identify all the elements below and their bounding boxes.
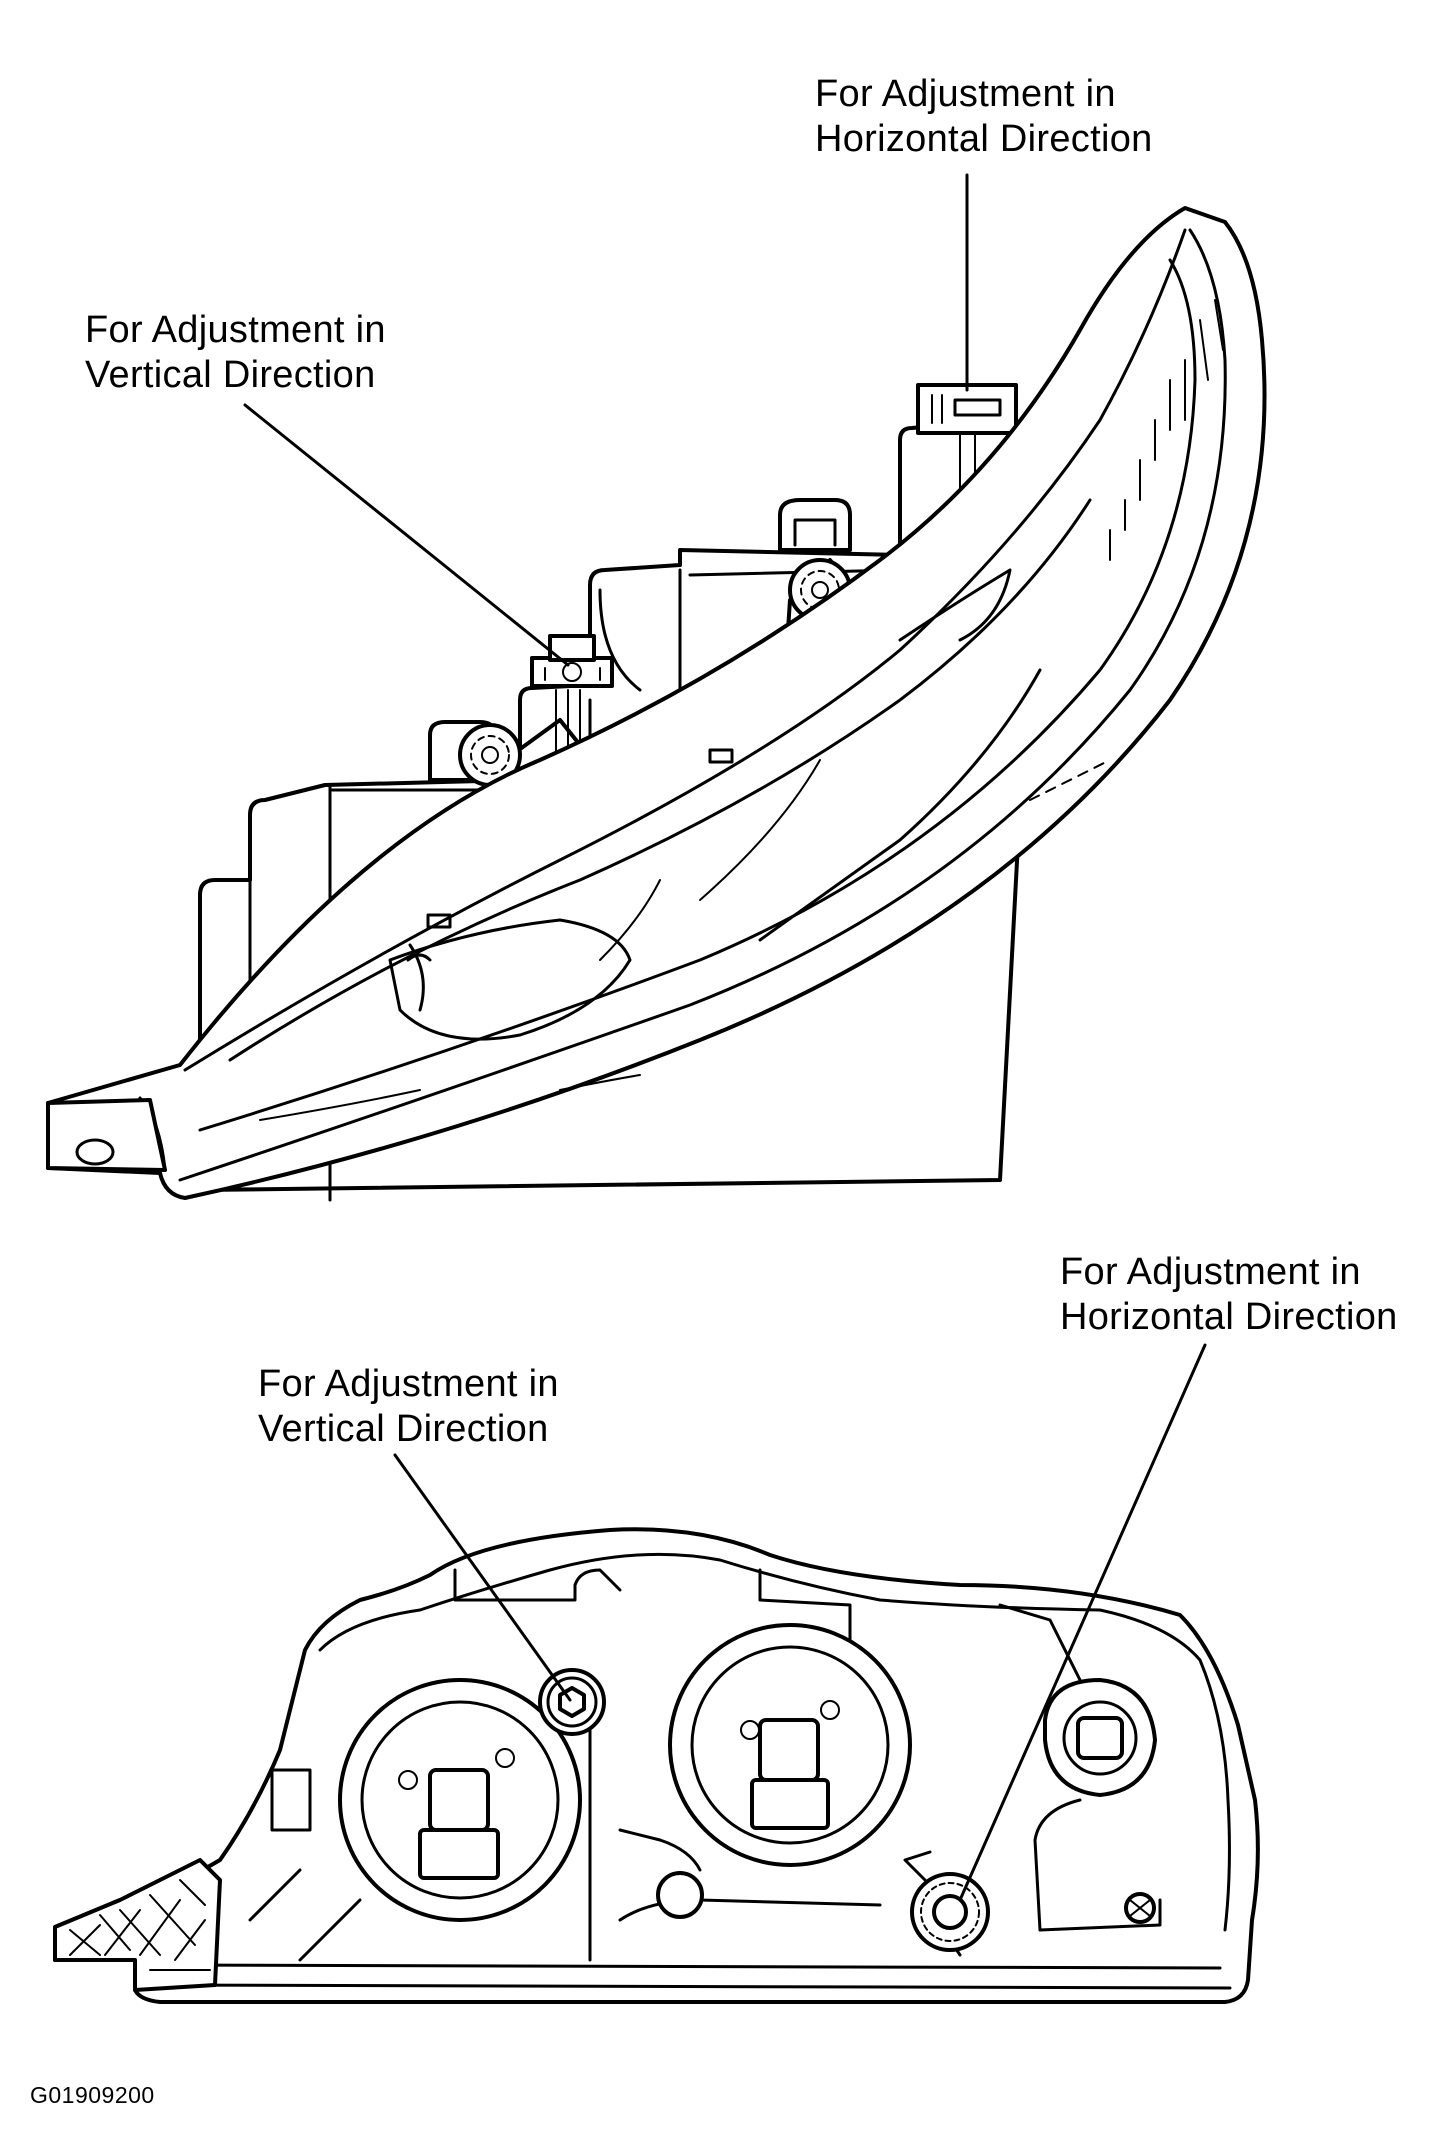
- horizontal-adjuster-screw-top: [916, 383, 1018, 516]
- horizontal-adjuster-gear-bottom: [903, 1850, 990, 1952]
- headlamp-side-view: [46, 206, 1267, 1202]
- mounting-tab-lattice: [53, 1858, 222, 1992]
- left-bulb-socket: [338, 1678, 582, 1922]
- vertical-adjuster-hex-bottom: [538, 1668, 606, 1736]
- label-line: For Adjustment in: [815, 73, 1116, 115]
- label-top-horizontal-adjustment: For Adjustment in Horizontal Direction: [815, 72, 1153, 162]
- label-line: For Adjustment in: [1060, 1251, 1361, 1293]
- figure-code: G01909200: [30, 2082, 155, 2108]
- right-bulb-socket: [668, 1623, 912, 1867]
- side-marker-socket: [1033, 1678, 1162, 1932]
- label-line: Vertical Direction: [85, 354, 376, 396]
- label-line: Horizontal Direction: [1060, 1296, 1398, 1338]
- leader-top-vertical: [243, 403, 570, 667]
- label-top-vertical-adjustment: For Adjustment in Vertical Direction: [85, 308, 386, 398]
- label-bottom-horizontal-adjustment: For Adjustment in Horizontal Direction: [1060, 1250, 1398, 1340]
- label-line: For Adjustment in: [85, 309, 386, 351]
- label-bottom-vertical-adjustment: For Adjustment in Vertical Direction: [258, 1362, 559, 1452]
- label-line: Vertical Direction: [258, 1408, 549, 1450]
- headlamp-rear-view: [53, 1527, 1260, 2004]
- label-line: For Adjustment in: [258, 1363, 559, 1405]
- leader-bottom-horizontal: [958, 1343, 1207, 1902]
- label-line: Horizontal Direction: [815, 118, 1153, 160]
- leader-bottom-vertical: [393, 1453, 572, 1702]
